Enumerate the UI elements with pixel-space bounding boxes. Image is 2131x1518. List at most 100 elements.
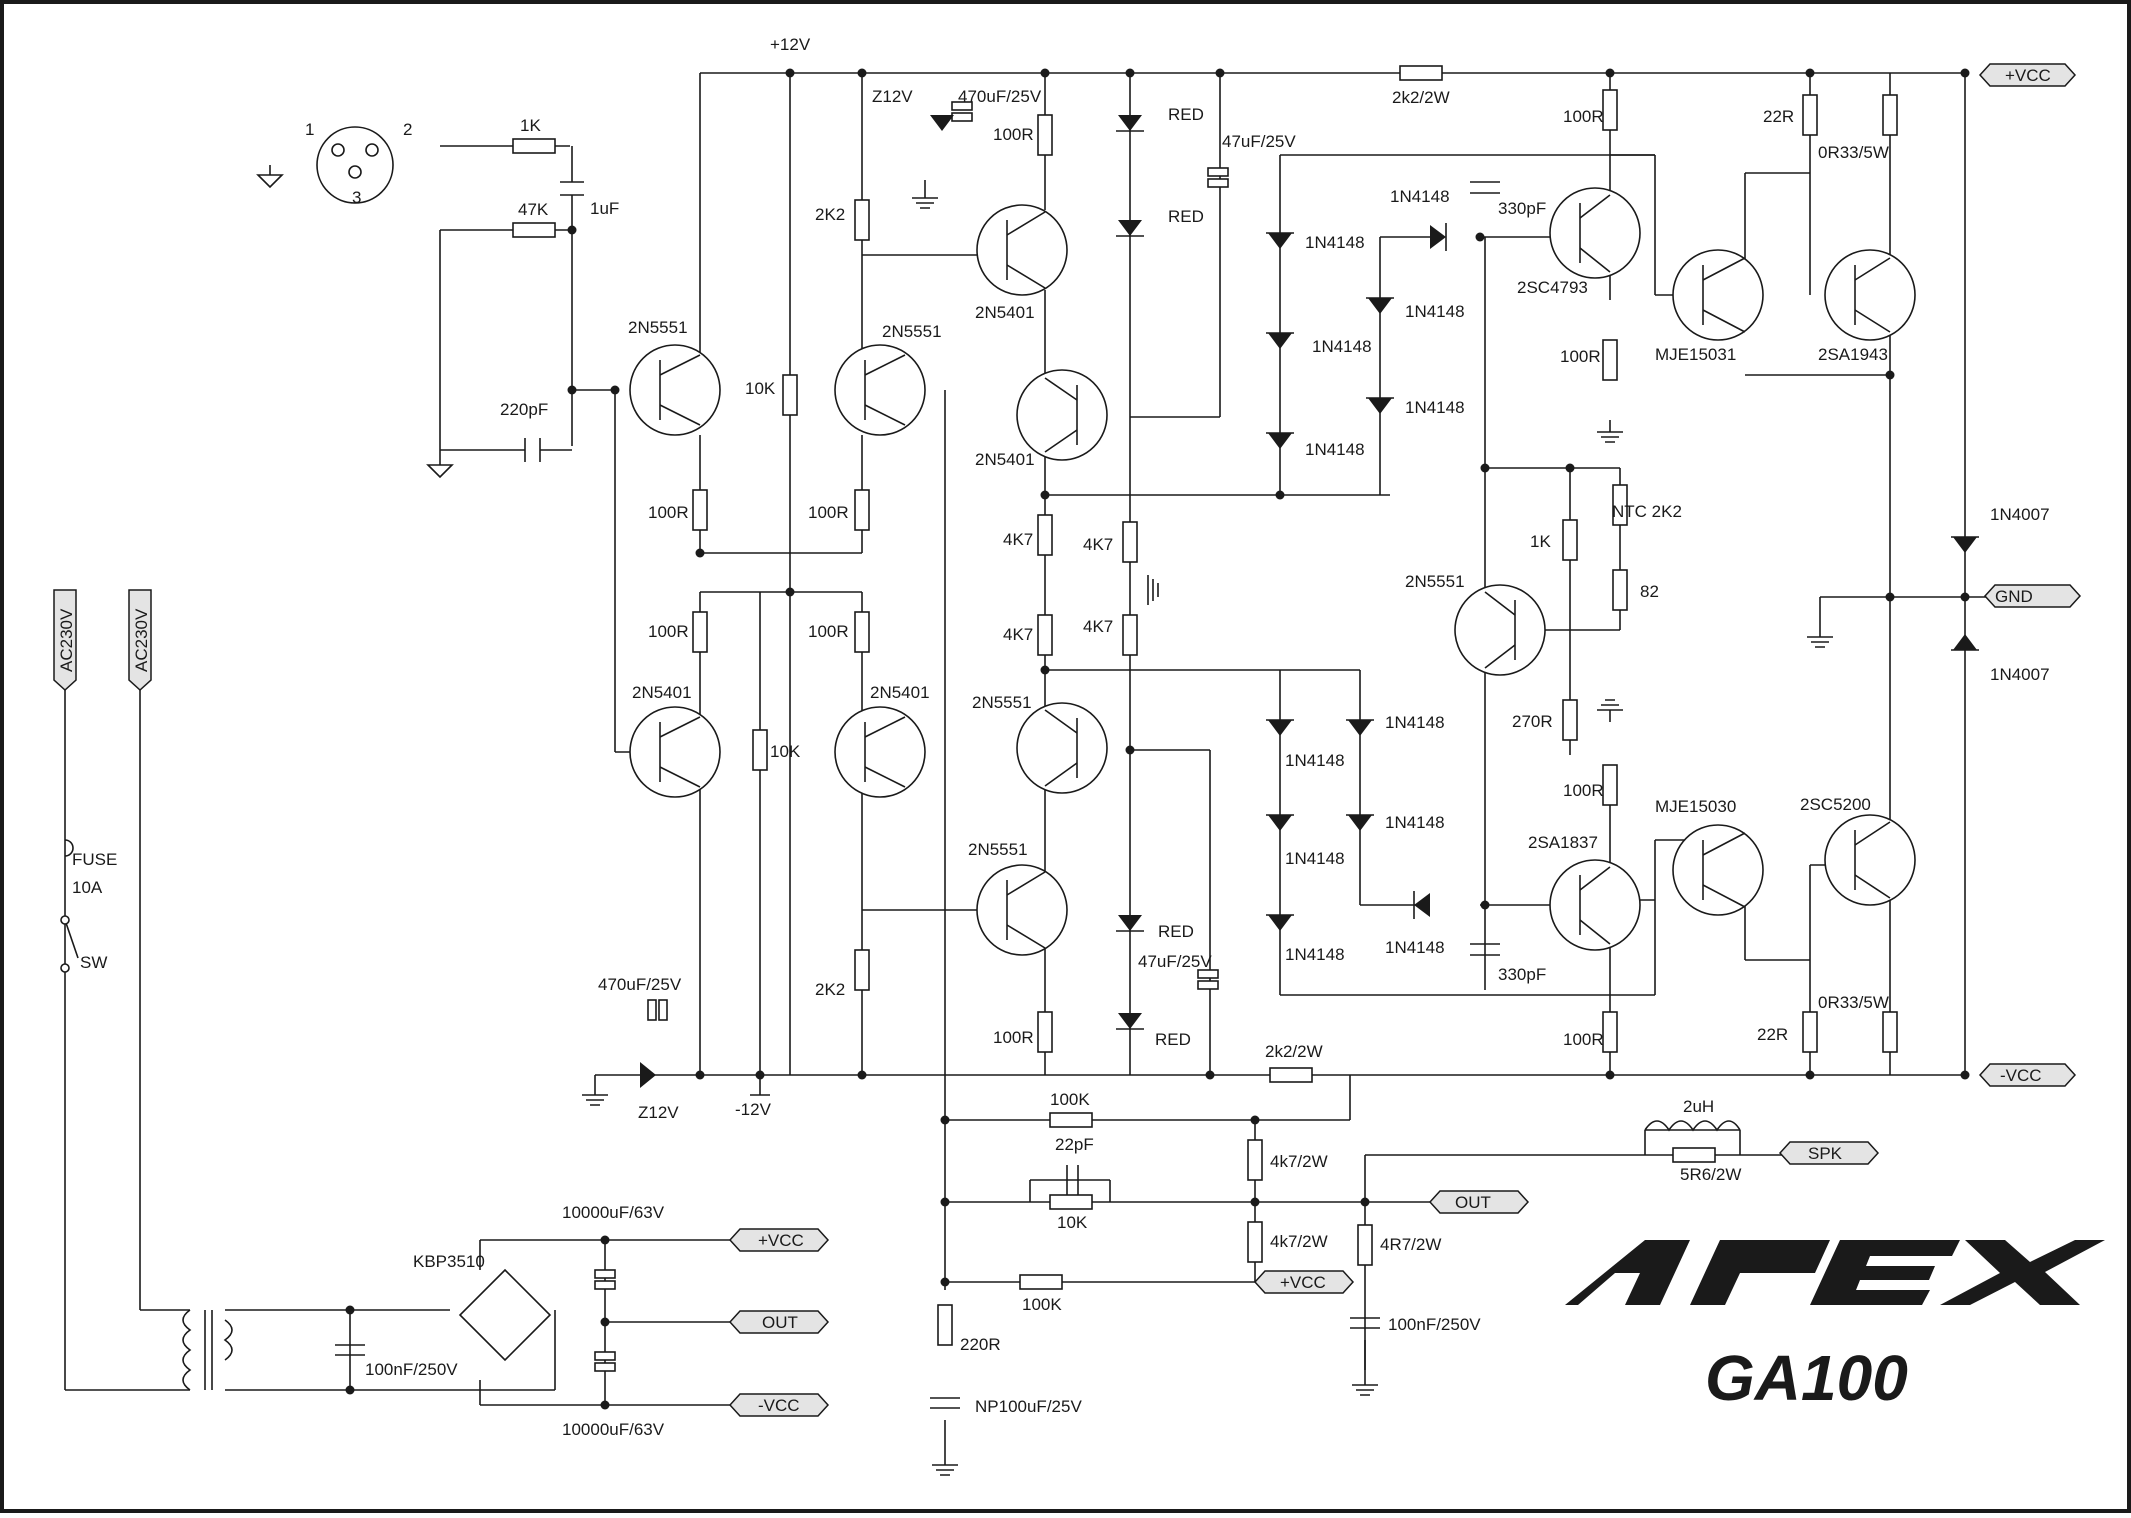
- transistor-q14: [1672, 824, 1764, 916]
- label-r4k7-2: 4K7: [1083, 535, 1113, 554]
- label-q-pre-b: MJE15030: [1655, 797, 1736, 816]
- label-d-rail-t: 1N4007: [1990, 505, 2050, 524]
- label-d-b5: 1N4148: [1385, 813, 1445, 832]
- output-inductor: [1644, 1120, 1741, 1132]
- label-d-t2: 1N4148: [1312, 337, 1372, 356]
- label-r-c1: 100R: [648, 622, 689, 641]
- label-c-x: 100nF/250V: [365, 1360, 458, 1379]
- label-r-220: 220R: [960, 1335, 1001, 1354]
- label-c-np: NP100uF/25V: [975, 1397, 1082, 1416]
- label-q-v1: 2N5401: [975, 303, 1035, 322]
- pin-2: 2: [403, 120, 412, 139]
- label-r-v1: 100R: [993, 125, 1034, 144]
- transistor-q12: [1672, 249, 1764, 341]
- label-r4k7-4: 4K7: [1083, 617, 1113, 636]
- tag-gnd: GND: [1995, 587, 2033, 606]
- label-r0r33-b: 0R33/5W: [1818, 993, 1889, 1012]
- label-plus12: +12V: [770, 35, 811, 54]
- tag-mains-a: AC230V: [57, 608, 76, 672]
- tag-psu-vcc-neg: -VCC: [758, 1396, 800, 1415]
- label-r-82: 82: [1640, 582, 1659, 601]
- transistor-q11: [1549, 859, 1641, 951]
- label-d-t4: 1N4148: [1405, 302, 1465, 321]
- label-d-b2: 1N4148: [1285, 849, 1345, 868]
- label-r22-b: 22R: [1757, 1025, 1788, 1044]
- diodes: [640, 115, 1979, 1088]
- label-r-100k-b: 100K: [1022, 1295, 1062, 1314]
- label-d-t3: 1N4148: [1305, 440, 1365, 459]
- net-tags: [53, 63, 2082, 1417]
- label-d-t1: 1N4148: [1305, 233, 1365, 252]
- label-r0r33-t: 0R33/5W: [1818, 143, 1889, 162]
- label-r22-t: 22R: [1763, 107, 1794, 126]
- label-c-in-f: 220pF: [500, 400, 548, 419]
- label-c47-bot: 47uF/25V: [1138, 952, 1212, 971]
- tag-vcc-neg: -VCC: [2000, 1066, 2042, 1085]
- label-q-v4: 2N5551: [968, 840, 1028, 859]
- label-r4k7-3: 4K7: [1003, 625, 1033, 644]
- label-d-b6: 1N4148: [1385, 938, 1445, 957]
- pin-1: 1: [305, 120, 314, 139]
- capacitors: [335, 101, 1500, 1409]
- label-r-270: 270R: [1512, 712, 1553, 731]
- label-q-drv-b: 2SA1837: [1528, 833, 1598, 852]
- transistors: [629, 187, 1916, 956]
- tag-vcc-fb: +VCC: [1280, 1273, 1326, 1292]
- label-r-fb2: 10K: [1057, 1213, 1088, 1232]
- transistor-q3: [629, 706, 721, 798]
- label-q-in-a: 2N5551: [628, 318, 688, 337]
- label-d-t6: 1N4148: [1390, 187, 1450, 206]
- label-r-4k7w-2: 4k7/2W: [1270, 1232, 1328, 1251]
- label-r-out: 5R6/2W: [1680, 1165, 1741, 1184]
- label-d-b4: 1N4148: [1385, 713, 1445, 732]
- label-q-drv-t: 2SC4793: [1517, 278, 1588, 297]
- label-led4: RED: [1155, 1030, 1191, 1049]
- label-q-v3: 2N5551: [972, 693, 1032, 712]
- transistor-q8: [976, 864, 1068, 956]
- label-d-b1: 1N4148: [1285, 751, 1345, 770]
- label-r-drv-t1: 100R: [1563, 107, 1604, 126]
- label-r-bias: 47K: [518, 200, 549, 219]
- transistor-q7: [1016, 702, 1108, 794]
- tag-mains-b: AC230V: [132, 608, 151, 672]
- transistor-q2: [834, 344, 926, 436]
- label-r-2k2-top: 2K2: [815, 205, 845, 224]
- xlr-connector: [316, 126, 394, 204]
- label-sw: SW: [80, 953, 107, 972]
- label-c-zob: 100nF/250V: [1388, 1315, 1481, 1334]
- resistors: [512, 65, 1898, 1346]
- label-c-top: 470uF/25V: [958, 87, 1042, 106]
- label-r-c2: 100R: [808, 622, 849, 641]
- label-r-drv-t2: 100R: [1560, 347, 1601, 366]
- label-q-m1: 2N5401: [632, 683, 692, 702]
- transistor-q1: [629, 344, 721, 436]
- transistor-q15: [1824, 814, 1916, 906]
- label-c-psu: 470uF/25V: [598, 975, 682, 994]
- label-c-rect-b: 10000uF/63V: [562, 1420, 665, 1439]
- label-l-out: 2uH: [1683, 1097, 1714, 1116]
- label-minus12: -12V: [735, 1100, 772, 1119]
- label-led1: RED: [1168, 105, 1204, 124]
- label-r-e2: 100R: [808, 503, 849, 522]
- power-entry: [60, 839, 552, 1391]
- label-q-pre-t: MJE15031: [1655, 345, 1736, 364]
- label-bridge: KBP3510: [413, 1252, 485, 1271]
- label-r-tail: 10K: [745, 379, 776, 398]
- label-r-2k2-bot: 2K2: [815, 980, 845, 999]
- label-led3: RED: [1158, 922, 1194, 941]
- label-c47-top: 47uF/25V: [1222, 132, 1296, 151]
- label-c-rect-t: 10000uF/63V: [562, 1203, 665, 1222]
- tag-spk: SPK: [1808, 1144, 1843, 1163]
- label-r-2k2w-top: 2k2/2W: [1392, 88, 1450, 107]
- label-r-drv-b2: 100R: [1563, 1030, 1604, 1049]
- label-r-2k2w-bot: 2k2/2W: [1265, 1042, 1323, 1061]
- label-c330-top: 330pF: [1498, 199, 1546, 218]
- label-r-e1: 100R: [648, 503, 689, 522]
- transistor-q6: [1016, 369, 1108, 461]
- label-fuse: FUSE: [72, 850, 117, 869]
- model-title: GA100: [1705, 1342, 1908, 1414]
- junction-dots: [345, 68, 1970, 1410]
- transistor-q5: [976, 204, 1068, 296]
